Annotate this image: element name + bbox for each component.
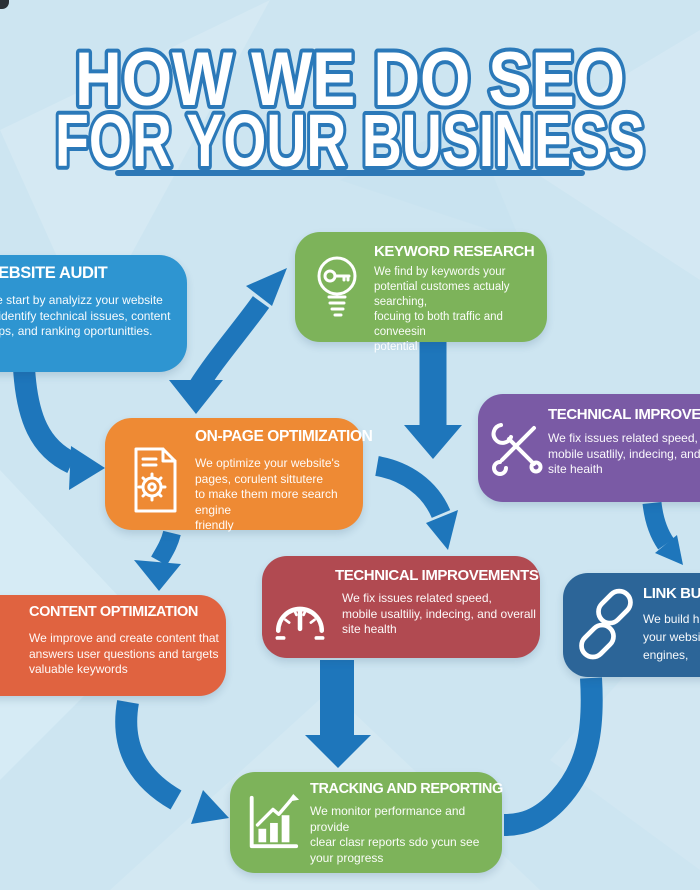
lightbulb-key-icon (309, 252, 365, 328)
corner-mark (0, 0, 9, 9)
card-on-page-optimization: ON-PAGE OPTIMIZATION We optimize your we… (105, 418, 373, 532)
card-body: We fix issues related speed, mobile usal… (342, 591, 536, 636)
arrow-onpage-to-technical (374, 456, 458, 550)
connector-link-to-tracking (503, 677, 603, 836)
card-title: TECHNICAL IMPROVEMENTS (335, 567, 539, 584)
card-body: We start by analyizz your website to ide… (0, 293, 171, 338)
arrow-keyword-down (404, 342, 462, 459)
gauge-icon (271, 592, 329, 644)
arrow-technical-to-tracking (305, 660, 371, 768)
card-title: ON-PAGE OPTIMIZATION (195, 428, 373, 445)
arrow-audit-keyword-onpage (169, 268, 287, 414)
chart-growth-icon (243, 790, 301, 854)
chain-link-icon (573, 584, 639, 666)
card-title: WEBSITE AUDIT (0, 264, 108, 282)
arrow-audit-to-onpage (13, 367, 105, 490)
arrow-onpage-to-content (134, 530, 181, 591)
arrow-content-to-tracking (115, 700, 229, 824)
card-title: LINK BUIL (643, 585, 700, 602)
card-technical-improvements: TECHNICAL IMPROVEMENTS We fix issues rel… (262, 556, 540, 658)
card-title: KEYWORD RESEARCH (374, 243, 535, 260)
card-body: We monitor performance and provide clear… (310, 804, 480, 865)
card-link-building: LINK BUIL We build hig your website engi… (563, 573, 700, 677)
card-title: TECHNICAL IMPROVEM (548, 406, 700, 423)
card-body: We find by keywords your potential custo… (374, 266, 510, 353)
card-body: We improve and create content that answe… (29, 631, 219, 676)
arrow-purple-to-link (642, 501, 683, 565)
card-tracking-reporting: TRACKING AND REPORTING We monitor perfor… (230, 772, 503, 873)
page-title: HOW WE DO SEO FOR YOUR BUSINESS (51, 33, 649, 180)
card-technical-improvements-right: TECHNICAL IMPROVEM We fix issues related… (478, 394, 700, 502)
card-title: CONTENT OPTIMIZATION (29, 604, 198, 620)
card-body: We fix issues related speed, mobile usat… (548, 431, 700, 476)
tools-icon (488, 416, 546, 480)
page-title-line1: HOW WE DO SEO (75, 37, 625, 122)
card-body: We build hig your website engines, (643, 612, 700, 662)
card-title: TRACKING AND REPORTING (310, 781, 503, 797)
document-gear-icon (125, 444, 183, 516)
card-keyword-research: KEYWORD RESEARCH We find by keywords you… (295, 232, 547, 353)
card-content-optimization: CONTENT OPTIMIZATION We improve and crea… (0, 595, 226, 696)
title-underline (115, 170, 585, 176)
page-title-line2: FOR YOUR BUSINESS (55, 99, 645, 180)
card-website-audit: WEBSITE AUDIT We start by analyizz your … (0, 255, 187, 372)
card-body: We optimize your website's pages, corule… (195, 456, 340, 532)
